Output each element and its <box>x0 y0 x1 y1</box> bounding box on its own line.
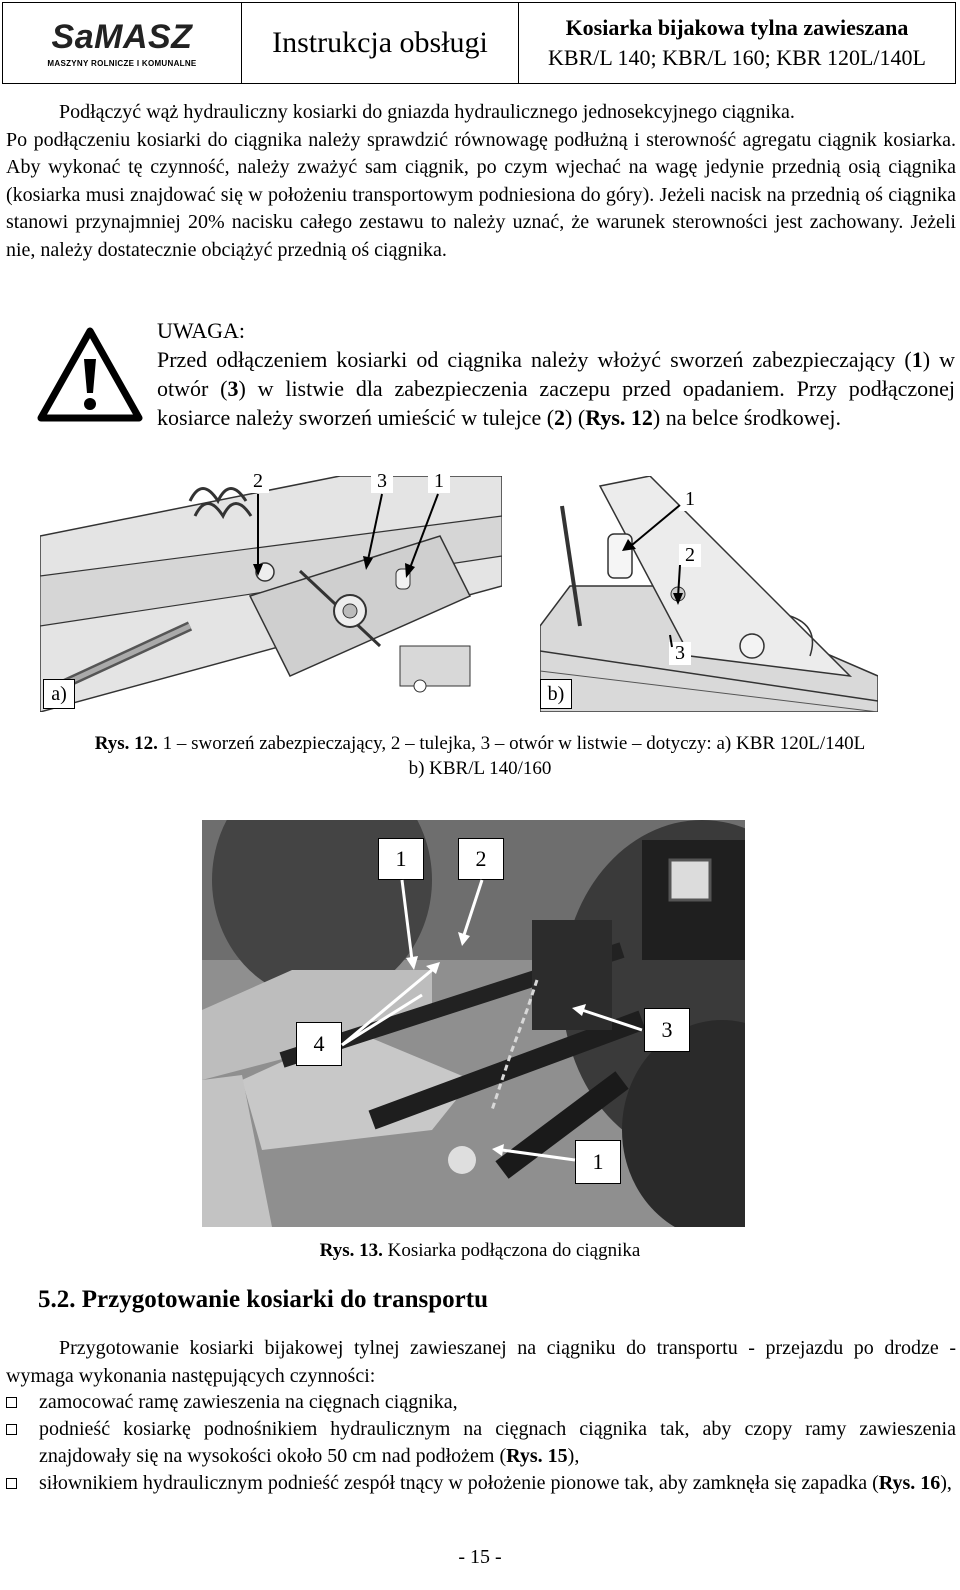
list-item: podnieść kosiarkę podnośnikiem hydraulic… <box>6 1416 956 1470</box>
list-item: zamocować ramę zawieszenia na cięgnach c… <box>6 1389 956 1416</box>
figure-12-caption: Rys. 12. 1 – sworzeń zabezpieczający, 2 … <box>0 731 960 781</box>
figure-12b-label-3: 3 <box>669 642 691 665</box>
intro-text: Po podłączeniu kosiarki do ciągnika nale… <box>6 128 956 261</box>
figure-12a-tag: a) <box>43 679 75 709</box>
figure-13-caption: Rys. 13. Kosiarka podłączona do ciągnika <box>0 1238 960 1263</box>
figure-12a-leader-lines <box>253 493 439 578</box>
figure-12b-label-2: 2 <box>679 544 701 567</box>
figure-12b-leader-lines <box>622 504 683 648</box>
checkbox-bullet-icon <box>6 1478 17 1489</box>
list-item: siłownikiem hydraulicznym podnieść zespó… <box>6 1470 956 1497</box>
figure-12a-illustration <box>40 476 502 712</box>
brand-name: SaMASZ <box>51 18 193 56</box>
warning-triangle-icon <box>37 327 143 422</box>
transport-steps-list: zamocować ramę zawieszenia na cięgnach c… <box>6 1389 956 1497</box>
figure-12a-label-1: 1 <box>428 470 450 493</box>
figure-13-label-3: 3 <box>644 1008 690 1052</box>
checkbox-bullet-icon <box>6 1397 17 1408</box>
section-heading: 5.2. Przygotowanie kosiarki do transport… <box>38 1286 488 1313</box>
page-number: - 15 - <box>458 1546 502 1568</box>
warning-block: UWAGA: Przed odłączeniem kosiarki od cią… <box>157 316 955 432</box>
figure-13-label-2: 2 <box>458 838 504 880</box>
warning-text: Przed odłączeniem kosiarki od ciągnika n… <box>157 347 956 430</box>
section-intro: Przygotowanie kosiarki bijakowej tylnej … <box>6 1337 956 1387</box>
figure-12a-label-3: 3 <box>371 470 393 493</box>
figure-12-caption-line-2: b) KBR/L 140/160 <box>408 758 552 779</box>
brand-tagline: MASZYNY ROLNICZE I KOMUNALNE <box>47 59 197 68</box>
page-header: SaMASZ MASZYNY ROLNICZE I KOMUNALNE Inst… <box>2 2 956 84</box>
model-info: Kosiarka bijakowa tylna zawieszana KBR/L… <box>519 3 955 83</box>
figure-13-leader-lines <box>341 879 643 1162</box>
figure-13-label-1-bottom: 1 <box>575 1140 621 1184</box>
intro-line-1: Podłączyć wąż hydrauliczny kosiarki do g… <box>59 101 795 123</box>
warning-title: UWAGA: <box>157 318 245 343</box>
figure-13-caption-text: Kosiarka podłączona do ciągnika <box>382 1240 641 1261</box>
brand-logo: SaMASZ MASZYNY ROLNICZE I KOMUNALNE <box>3 3 242 83</box>
manual-title: Instrukcja obsługi <box>242 3 519 83</box>
intro-paragraph: Podłączyć wąż hydrauliczny kosiarki do g… <box>6 99 956 264</box>
figure-13-label-1-top: 1 <box>378 838 424 880</box>
model-name: Kosiarka bijakowa tylna zawieszana <box>565 15 909 40</box>
figure-12-ref: Rys. 12. <box>94 733 158 754</box>
figure-12b-tag: b) <box>540 679 572 709</box>
model-variants: KBR/L 140; KBR/L 160; KBR 120L/140L <box>548 45 926 70</box>
figure-12a-label-2: 2 <box>247 470 269 493</box>
figure-13-ref: Rys. 13. <box>319 1240 383 1261</box>
figure-12b-label-1: 1 <box>679 488 701 511</box>
checkbox-bullet-icon <box>6 1424 17 1435</box>
figure-12-caption-line-1: 1 – sworzeń zabezpieczający, 2 – tulejka… <box>157 733 866 754</box>
figure-12b-illustration <box>540 476 878 712</box>
